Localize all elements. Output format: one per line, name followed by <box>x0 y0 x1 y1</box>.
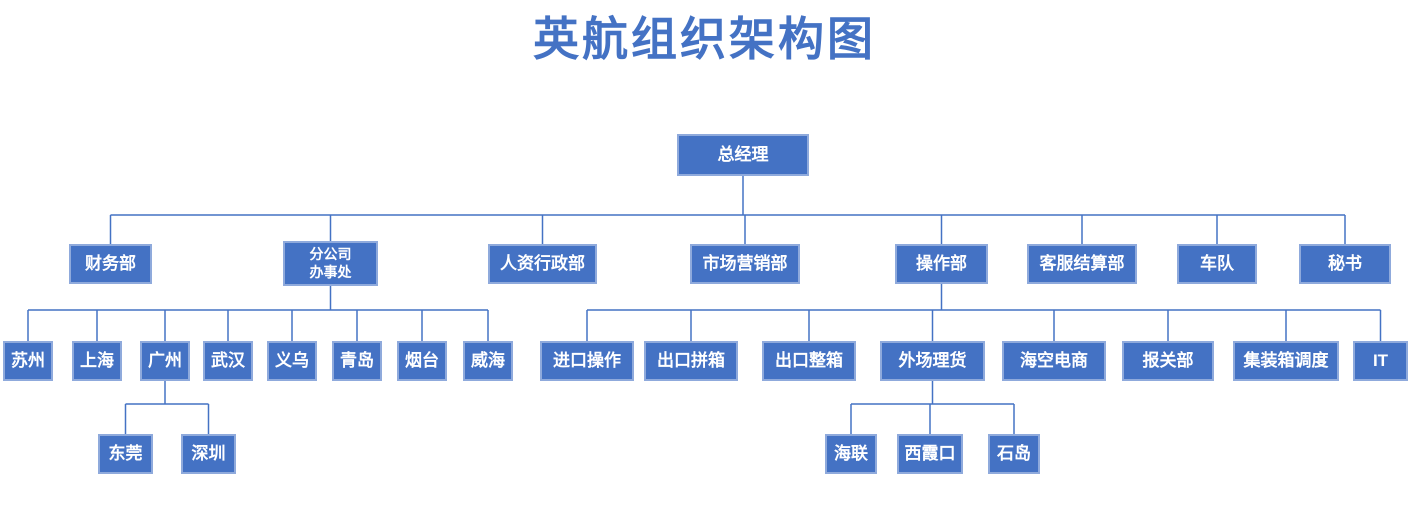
org-node-wuhan: 武汉 <box>203 341 253 381</box>
org-node-mishu: 秘书 <box>1299 244 1391 284</box>
org-node-yiwu: 义乌 <box>267 341 317 381</box>
org-node-haikong: 海空电商 <box>1002 341 1106 381</box>
org-node-shanghai: 上海 <box>72 341 122 381</box>
org-node-shichang: 市场营销部 <box>690 244 800 284</box>
org-node-chedui: 车队 <box>1177 244 1257 284</box>
org-node-renzi: 人资行政部 <box>488 244 597 284</box>
org-node-guangzhou: 广州 <box>140 341 190 381</box>
org-node-weihai: 威海 <box>463 341 513 381</box>
org-node-chukoupx: 出口拼箱 <box>644 341 738 381</box>
org-node-chukouzx: 出口整箱 <box>762 341 856 381</box>
org-node-caiwubu: 财务部 <box>69 244 152 284</box>
org-node-shenzhen: 深圳 <box>181 434 236 474</box>
org-node-it: IT <box>1353 341 1408 381</box>
org-node-suzhou: 苏州 <box>3 341 53 381</box>
org-node-jinkou: 进口操作 <box>540 341 634 381</box>
org-node-kefu: 客服结算部 <box>1027 244 1137 284</box>
chart-title: 英航组织架构图 <box>533 13 876 65</box>
org-node-yantai: 烟台 <box>397 341 447 381</box>
org-node-xixiakou: 西霞口 <box>897 434 963 474</box>
org-node-dongguan: 东莞 <box>98 434 153 474</box>
org-node-zongjingli: 总经理 <box>677 134 809 176</box>
org-node-hailian: 海联 <box>825 434 877 474</box>
org-node-shidao: 石岛 <box>988 434 1040 474</box>
org-node-fengongsi: 分公司 办事处 <box>283 241 378 286</box>
org-node-baoguan: 报关部 <box>1122 341 1214 381</box>
org-node-caozuobu: 操作部 <box>895 244 988 284</box>
org-node-qingdao: 青岛 <box>332 341 382 381</box>
org-node-waichang: 外场理货 <box>880 341 985 381</box>
org-node-jizhuangxiang: 集装箱调度 <box>1233 341 1339 381</box>
